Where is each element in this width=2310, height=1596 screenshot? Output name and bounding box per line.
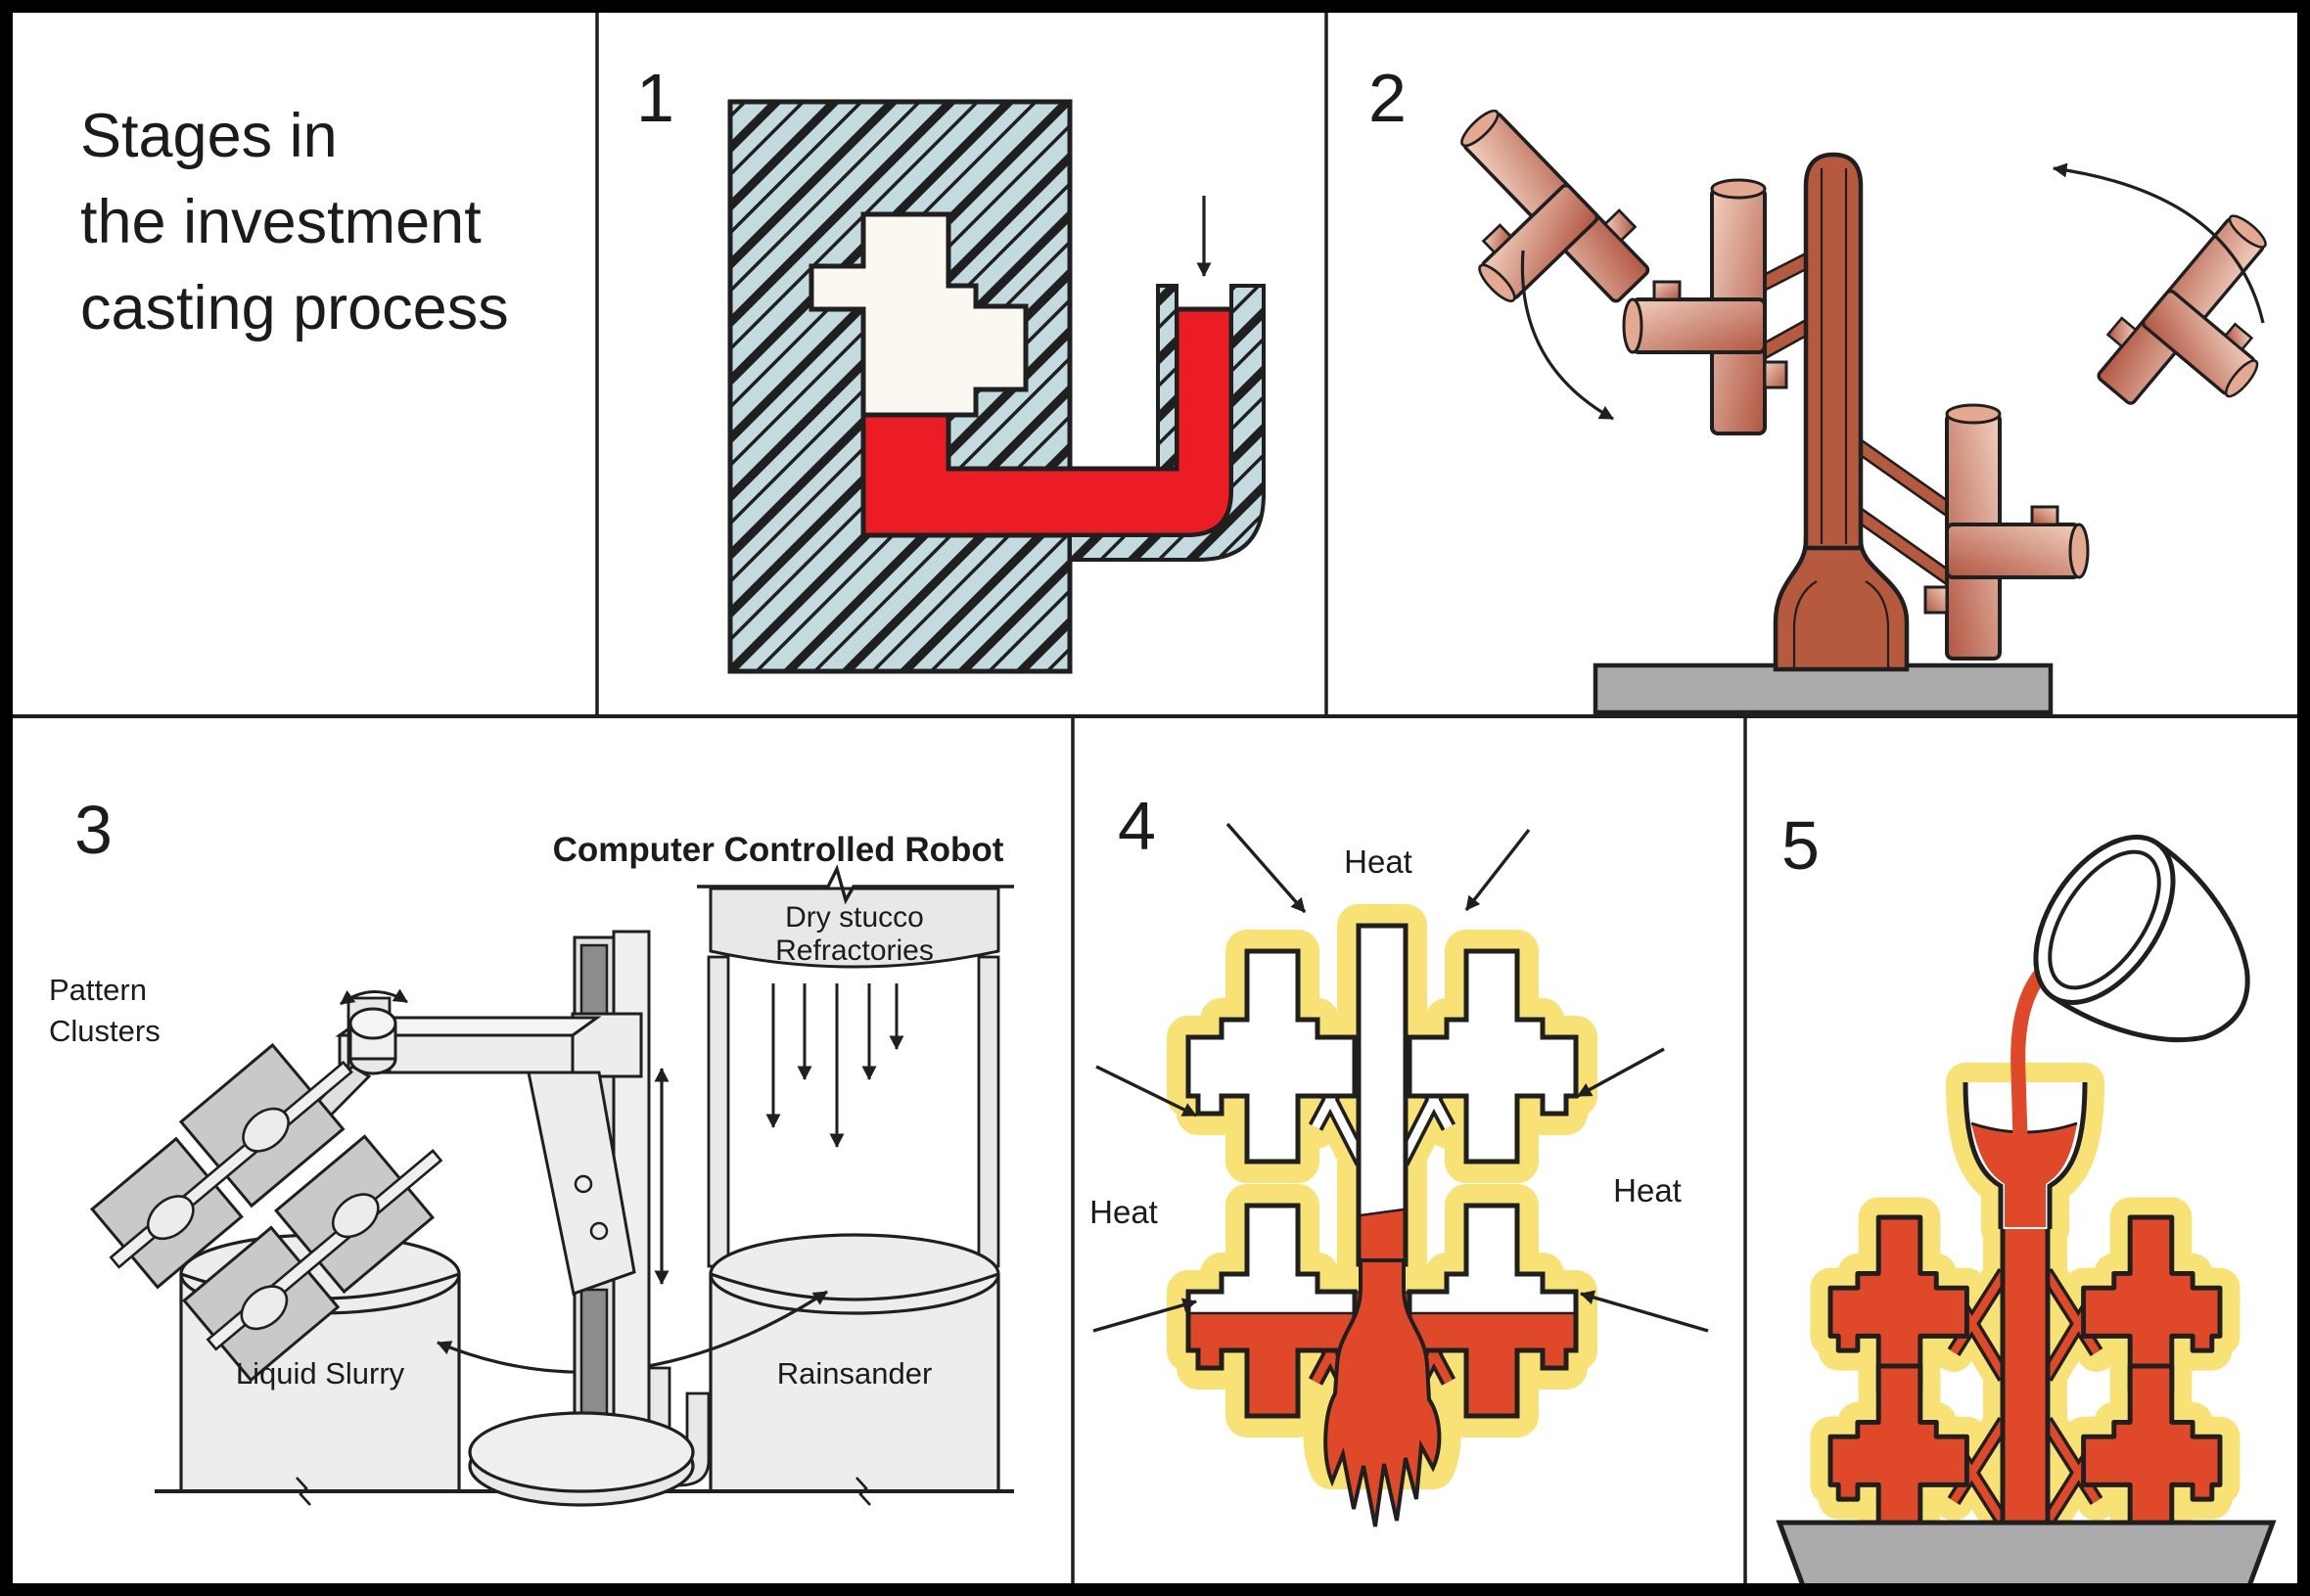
hopper-rail: [977, 955, 1000, 1268]
sprue-wax-level: [1361, 1209, 1404, 1262]
heat-arrows: [1092, 822, 1709, 1333]
cluster-stud: [240, 1285, 289, 1331]
cluster-stud: [146, 1195, 195, 1241]
break-mark-icon: [296, 1477, 311, 1506]
figure-title-line: casting process: [80, 274, 509, 342]
cast-sprue: [2003, 1225, 2048, 1556]
hopper-top-line: [697, 864, 1014, 905]
cluster-stud: [331, 1193, 380, 1239]
heat-arrow-icon: [1092, 1298, 1197, 1333]
robot-arm: [282, 988, 643, 1296]
wrist-cylinder-top: [348, 1007, 397, 1040]
sprue-shading-lines: [1820, 168, 1848, 544]
channel-inner-wall: [1156, 284, 1178, 471]
panel-3-robot-coating: [90, 864, 1014, 1507]
robot-base-disc: [468, 1411, 695, 1507]
robot-caption: Computer Controlled Robot: [553, 831, 1004, 869]
bracket-hole-icon: [589, 1221, 609, 1241]
sprue-bell-base: [1773, 537, 1910, 672]
cluster-stud: [242, 1107, 290, 1153]
molten-metal-in-cup: [1971, 1123, 2077, 1227]
heat-label-left: Heat: [1089, 1194, 1158, 1230]
panel-2-pattern-assembly: [1398, 90, 2310, 715]
rainsander-label: Rainsander: [777, 1356, 933, 1391]
heat-arrow-icon: [1225, 822, 1307, 914]
labels: Stages in the investment casting process…: [49, 60, 1820, 1391]
central-sprue: [1803, 152, 1864, 551]
crucible-rim: [2033, 834, 2176, 1006]
stucco-fall-arrows: [765, 983, 904, 1148]
panel-number-2: 2: [1368, 60, 1407, 136]
break-mark-icon: [855, 1477, 871, 1506]
panel-number-5: 5: [1781, 807, 1820, 884]
crucible-inner-rim: [2048, 849, 2161, 990]
crucible: [2033, 834, 2250, 1042]
bracket-hole-icon: [574, 1174, 593, 1194]
pour-cup-walls: [1963, 1081, 2088, 1229]
casting-base-tray: [1776, 1520, 2277, 1594]
panel-1-wax-injection: [727, 99, 1266, 674]
sprue-base-plate: [1593, 662, 2054, 715]
pattern-clusters-label: Pattern: [49, 973, 147, 1007]
panel-number-1: 1: [636, 60, 674, 136]
channel-outer-wall: [1068, 284, 1266, 562]
hopper-label: Refractories: [775, 935, 934, 967]
arm-bracket: [527, 1071, 636, 1296]
stucco-hopper: [709, 887, 1000, 969]
panel-number-3: 3: [74, 792, 113, 868]
figure-title-line: the investment: [80, 188, 482, 256]
panel-number-4: 4: [1118, 788, 1156, 864]
panel-4-dewax-heating: [1092, 822, 1709, 1528]
heat-label-top: Heat: [1344, 844, 1412, 880]
panel-5-metal-pouring: [1776, 834, 2277, 1594]
hopper-label: Dry stucco: [785, 901, 924, 934]
wax-surface-line: [1360, 1208, 1405, 1217]
heat-arrow-icon: [1580, 1290, 1709, 1333]
attach-motion-arrow-icon: [1520, 250, 1614, 421]
figure-title-line: Stages in: [80, 102, 338, 170]
heat-label-right: Heat: [1613, 1172, 1682, 1208]
attach-motion-arrow-icon: [2053, 162, 2265, 324]
hopper-rail: [707, 955, 730, 1268]
pattern-cluster-assembly: [90, 1042, 443, 1383]
liquid-slurry-label: Liquid Slurry: [236, 1356, 405, 1391]
heat-arrow-icon: [1577, 1047, 1665, 1098]
pattern-clusters-label: Clusters: [49, 1014, 161, 1048]
mold-cavity: [808, 211, 1029, 418]
sprue-bell-detail: [1792, 580, 1890, 669]
heat-arrow-icon: [1095, 1065, 1197, 1117]
rotate-arrow-icon: [340, 988, 408, 1006]
heat-arrow-icon: [1464, 828, 1531, 912]
